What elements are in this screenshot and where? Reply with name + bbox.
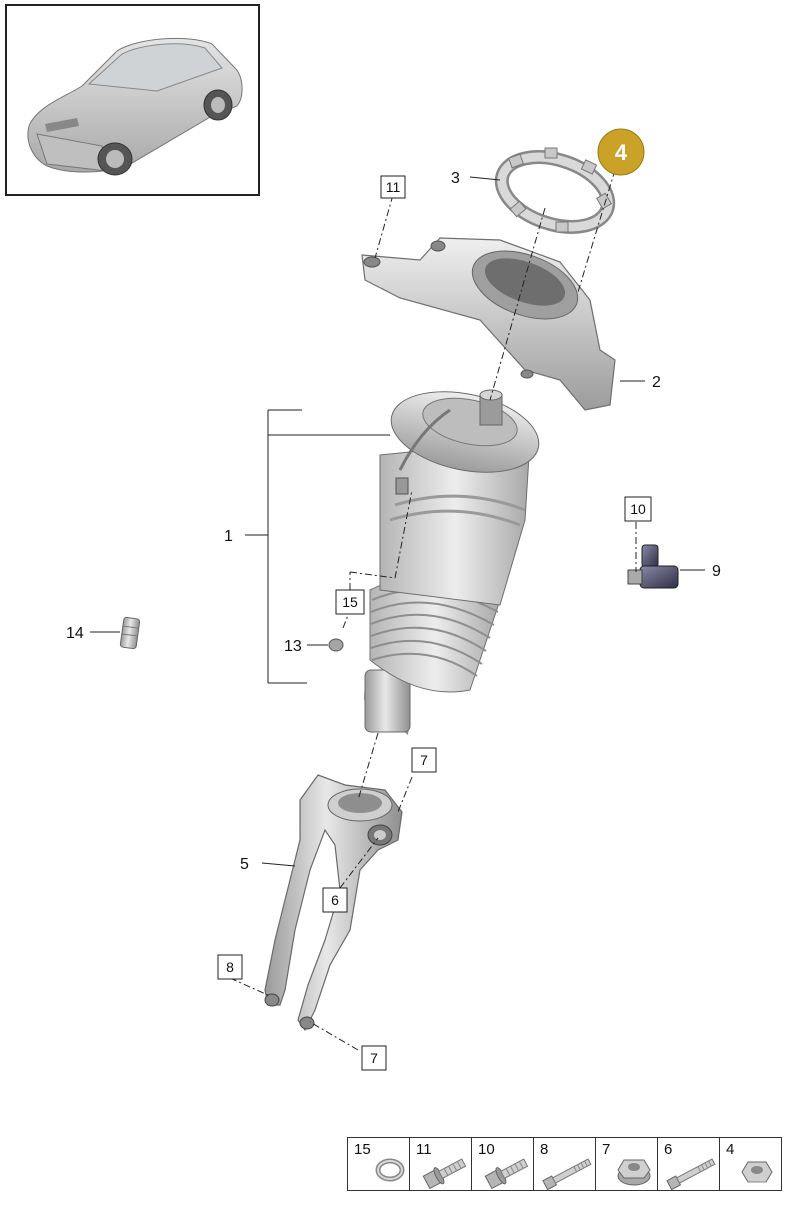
hardware-legend: 15 11 10 8 7 6 4 xyxy=(347,1137,782,1191)
boxed-callout-10: 10 xyxy=(624,496,652,522)
legend-number: 7 xyxy=(602,1141,611,1158)
suv-icon xyxy=(27,37,243,176)
legend-number: 11 xyxy=(416,1141,432,1158)
legend-cell-8: 8 xyxy=(533,1137,596,1191)
boxed-callout-6: 6 xyxy=(322,887,348,913)
callout-5: 5 xyxy=(240,856,249,873)
legend-cell-4: 4 xyxy=(719,1137,782,1191)
boxed-callout-7-bottom: 7 xyxy=(361,1045,387,1071)
grommet-part xyxy=(328,638,344,652)
callout-8: 8 xyxy=(226,959,234,975)
legend-cell-6: 6 xyxy=(657,1137,720,1191)
legend-number: 6 xyxy=(664,1141,673,1158)
highlighted-callout-4[interactable]: 4 xyxy=(597,128,645,176)
flange-bolt-icon xyxy=(484,1158,529,1190)
level-sensor-part xyxy=(627,544,679,589)
boxed-callout-11: 11 xyxy=(380,175,406,199)
callout-2: 2 xyxy=(652,374,661,391)
flange-nut-icon xyxy=(617,1159,651,1186)
fork-part xyxy=(264,774,403,1032)
ring-nut-part xyxy=(494,147,616,234)
legend-cell-10: 10 xyxy=(471,1137,534,1191)
legend-number: 4 xyxy=(726,1141,735,1158)
callout-14: 14 xyxy=(66,625,84,642)
washer-icon xyxy=(375,1158,405,1182)
callout-4: 4 xyxy=(615,140,628,165)
callout-13: 13 xyxy=(284,638,302,655)
pin-part xyxy=(119,616,141,650)
legend-cell-7: 7 xyxy=(595,1137,658,1191)
strut-mount-part xyxy=(361,237,616,411)
hex-nut-icon xyxy=(741,1161,773,1183)
callout-11: 11 xyxy=(386,179,401,195)
legend-number: 15 xyxy=(354,1141,371,1158)
boxed-callout-7-top: 7 xyxy=(411,747,437,773)
callout-15: 15 xyxy=(342,594,358,610)
callout-10: 10 xyxy=(630,501,646,517)
boxed-callout-15: 15 xyxy=(335,589,365,615)
callout-6: 6 xyxy=(331,892,339,908)
vehicle-thumbnail xyxy=(5,4,260,196)
callout-1: 1 xyxy=(224,528,233,545)
long-bolt-icon xyxy=(666,1158,716,1191)
callout-7-bottom: 7 xyxy=(370,1050,378,1066)
legend-cell-11: 11 xyxy=(409,1137,472,1191)
flange-bolt-icon xyxy=(422,1158,467,1190)
callout-9: 9 xyxy=(712,563,721,580)
legend-number: 8 xyxy=(540,1141,549,1158)
legend-cell-15: 15 xyxy=(347,1137,410,1191)
legend-number: 10 xyxy=(478,1141,495,1158)
leader-lines xyxy=(90,169,705,1051)
callout-7-top: 7 xyxy=(420,752,428,768)
air-strut-part xyxy=(364,389,540,735)
long-bolt-icon xyxy=(542,1158,592,1191)
callout-3: 3 xyxy=(451,170,460,187)
boxed-callout-8: 8 xyxy=(217,954,243,980)
